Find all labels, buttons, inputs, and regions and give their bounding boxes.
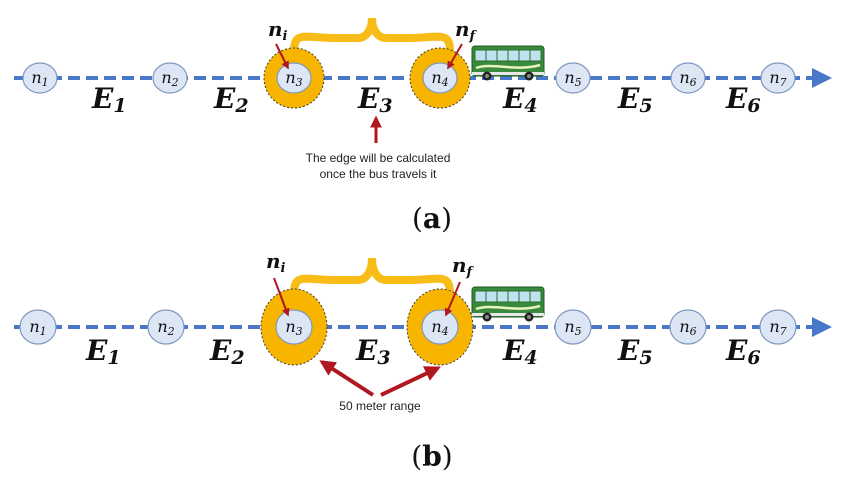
svg-text:n5: n5 bbox=[564, 317, 581, 338]
node-n6: n6 bbox=[669, 309, 707, 345]
edge-e3: E3 bbox=[357, 82, 393, 117]
edge-e6: E6 bbox=[725, 82, 761, 117]
node-n4: n4 bbox=[421, 309, 459, 345]
node-n1: n1 bbox=[22, 62, 58, 94]
node-n3: n3 bbox=[276, 62, 312, 94]
node-n7: n7 bbox=[759, 309, 797, 345]
bus-icon bbox=[470, 285, 546, 323]
label-nf: nf bbox=[455, 17, 478, 44]
node-n6: n6 bbox=[670, 62, 706, 94]
pointer-ni bbox=[273, 277, 290, 317]
svg-text:n7: n7 bbox=[769, 68, 786, 89]
svg-text:n7: n7 bbox=[769, 317, 786, 338]
edge-e4: E4 bbox=[502, 82, 538, 117]
panel-b: n1 n2 n3 n4 n5 n6 n7 ni nf bbox=[14, 249, 832, 473]
edge-e6: E6 bbox=[725, 334, 761, 369]
pointer-nf bbox=[447, 43, 463, 70]
node-n3: n3 bbox=[275, 309, 313, 345]
edge-e4: E4 bbox=[502, 334, 538, 369]
svg-text:n4: n4 bbox=[431, 317, 448, 338]
interval-brace bbox=[290, 257, 454, 298]
panel-a: n1 n2 n3 n4 n5 n6 n7 ni nf bbox=[14, 17, 832, 235]
edge-e2: E2 bbox=[213, 82, 249, 117]
label-ni: ni bbox=[266, 249, 286, 276]
svg-text:n4: n4 bbox=[431, 68, 448, 89]
range-arrow-right bbox=[380, 366, 441, 397]
range-note: 50 meter range bbox=[339, 399, 421, 413]
svg-text:n2: n2 bbox=[161, 68, 178, 89]
svg-text:n3: n3 bbox=[285, 317, 302, 338]
svg-text:n1: n1 bbox=[29, 317, 46, 338]
edge-e2: E2 bbox=[209, 334, 245, 369]
note-line-1: The edge will be calculated bbox=[306, 151, 451, 165]
note-line-2: once the bus travels it bbox=[320, 167, 437, 181]
svg-text:n3: n3 bbox=[285, 68, 302, 89]
caption-b: (b) bbox=[411, 440, 452, 473]
node-n4: n4 bbox=[422, 62, 458, 94]
node-n5: n5 bbox=[555, 62, 591, 94]
edge-e1: E1 bbox=[85, 334, 121, 369]
svg-text:n6: n6 bbox=[679, 317, 696, 338]
svg-text:n6: n6 bbox=[679, 68, 696, 89]
edge-e5: E5 bbox=[617, 334, 653, 369]
node-n5: n5 bbox=[554, 309, 592, 345]
node-n2: n2 bbox=[152, 62, 188, 94]
node-n1: n1 bbox=[19, 309, 57, 345]
pointer-ni bbox=[275, 43, 289, 70]
svg-text:n1: n1 bbox=[31, 68, 48, 89]
edge-e5: E5 bbox=[617, 82, 653, 117]
range-arrow-left bbox=[319, 360, 375, 397]
bus-icon bbox=[470, 44, 546, 82]
label-ni: ni bbox=[268, 17, 288, 44]
label-nf: nf bbox=[452, 253, 475, 280]
interval-brace bbox=[290, 17, 454, 56]
node-n2: n2 bbox=[147, 309, 185, 345]
node-n7: n7 bbox=[760, 62, 796, 94]
svg-text:n5: n5 bbox=[564, 68, 581, 89]
pointer-nf bbox=[444, 281, 461, 317]
edge-e3: E3 bbox=[355, 334, 391, 369]
caption-a: (a) bbox=[412, 202, 452, 235]
svg-text:n2: n2 bbox=[157, 317, 174, 338]
edge-e1: E1 bbox=[91, 82, 127, 117]
